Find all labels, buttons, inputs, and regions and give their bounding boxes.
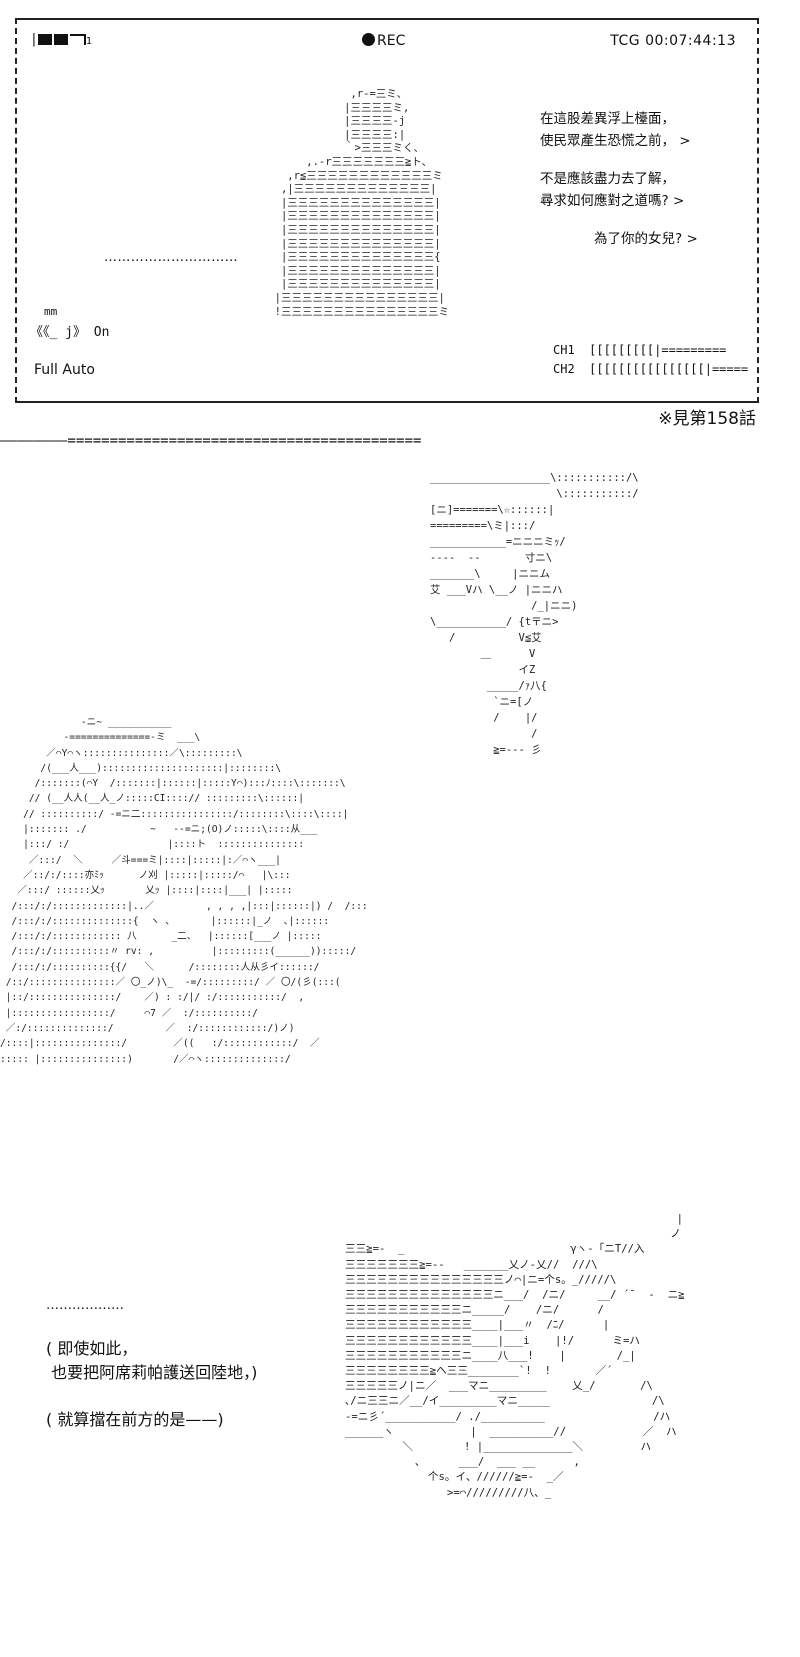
ascii-art-man: ,r-=三ミ、 |三三三三ミ, |三三三三-j |三三三三:| ｀>三三三ミく、… — [274, 88, 449, 318]
viewfinder-border-top — [15, 18, 759, 20]
battery-icon: | — [30, 32, 86, 47]
rec-indicator: REC — [362, 33, 405, 49]
ascii-art-hand: ___________________\:::::::::::/\ \:::::… — [430, 472, 639, 756]
mode-label: Full Auto — [34, 362, 95, 378]
battery-tick: 1 — [85, 36, 92, 47]
dialog-line-2: 不是應該盡力去了解， 尋求如何應對之道嗎? > — [540, 171, 685, 209]
dialog-line-1: 在這股差異浮上檯面， 使民眾產生恐慌之前， > — [540, 111, 691, 149]
ascii-art-girl: -ニ~ ___________ -==============-ミ ___\ ／… — [0, 717, 368, 1065]
audio-channel-2: CH2 [[[[[[[[[[[[[[[[|===== — [553, 362, 749, 376]
battery-indicator: |1 — [30, 32, 92, 47]
silence-ellipsis: ………………………… — [104, 250, 238, 265]
dialog-line-3: 為了你的女兒? > — [594, 231, 698, 247]
mm-label: mm — [44, 305, 58, 318]
narration-line-2: ( 就算擋在前方的是——) — [46, 1410, 224, 1429]
narration-ellipsis: ……………… — [46, 1298, 124, 1313]
rec-label: REC — [377, 33, 406, 49]
separator-line: ————————================================… — [0, 433, 422, 449]
footnote: ※見第158話 — [658, 409, 756, 429]
viewfinder-border-bottom — [15, 401, 759, 403]
stabilizer-status: 《《_ j》 On — [30, 325, 110, 340]
narration-line-1: ( 即使如此， 也要把阿席莉帕護送回陸地，) — [46, 1339, 258, 1382]
record-dot-icon — [362, 33, 375, 46]
audio-channel-1: CH1 [[[[[[[[[|========= — [553, 343, 727, 357]
ascii-art-bottom: | ノ 三三≧=- _ γヽ-「ニT//入 三三三三三三三≧=-- ______… — [345, 1213, 685, 1499]
timecode: TCG 00:07:44:13 — [610, 33, 736, 49]
